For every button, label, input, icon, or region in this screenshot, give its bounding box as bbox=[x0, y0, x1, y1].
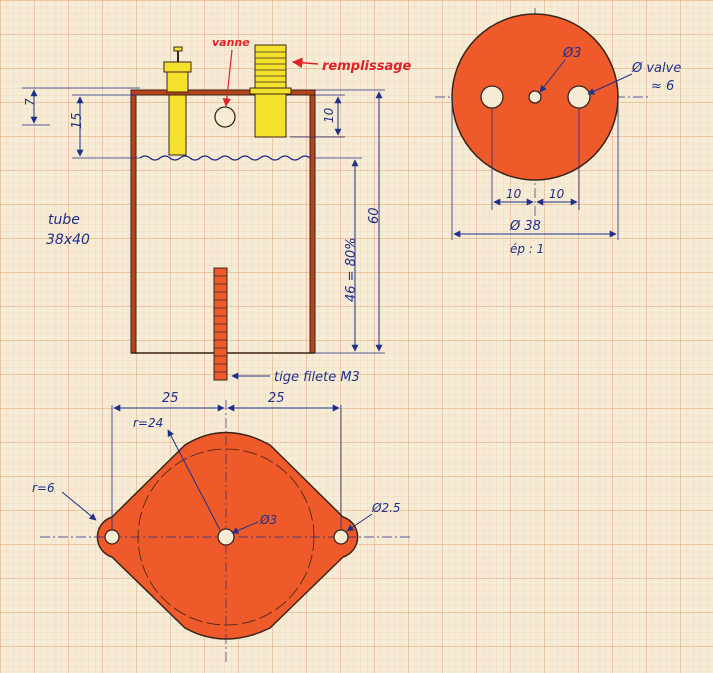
tube-left-wall bbox=[130, 92, 137, 354]
top-disc-hole-left bbox=[480, 85, 504, 109]
tube-right-wall bbox=[309, 92, 316, 354]
liquid-level bbox=[139, 155, 311, 161]
dim-25-right: 25 bbox=[268, 391, 285, 406]
dim-10-right: 10 bbox=[549, 187, 565, 201]
dim-10-side: 10 bbox=[322, 107, 336, 123]
top-disc-view: Ø3 Ø valve ≈ 6 10 10 Ø 38 ép : 1 bbox=[435, 8, 681, 256]
label-radius-large: r=24 bbox=[133, 416, 163, 430]
top-disc-hole-center bbox=[528, 90, 542, 104]
dim-46: 46 = 80% bbox=[344, 237, 359, 302]
label-top-hole-center: Ø3 bbox=[562, 46, 582, 61]
dim-15: 15 bbox=[70, 112, 85, 129]
dim-25-left: 25 bbox=[162, 391, 179, 406]
rod-label: tige filete M3 bbox=[274, 370, 360, 385]
tube-label-line2: 38x40 bbox=[46, 232, 90, 248]
thickness-label: ép : 1 bbox=[510, 242, 544, 256]
label-base-hole-center: Ø3 bbox=[259, 513, 277, 527]
valve-icon bbox=[163, 46, 192, 156]
label-radius-small: r=6 bbox=[32, 481, 55, 495]
label-vanne: vanne bbox=[212, 36, 250, 49]
dim-diameter-38: Ø 38 bbox=[509, 219, 541, 234]
vanne-port bbox=[214, 106, 236, 128]
base-hole-left bbox=[104, 529, 120, 545]
filler-icon bbox=[249, 44, 292, 138]
base-hole-right bbox=[333, 529, 349, 545]
label-remplissage: remplissage bbox=[322, 59, 412, 74]
tube-top-cap bbox=[130, 89, 316, 96]
base-plate-view: 25 25 r=24 r=6 Ø3 Ø2.5 bbox=[32, 391, 412, 665]
base-hole-center bbox=[217, 528, 235, 546]
dim-top-small: 7 bbox=[23, 98, 37, 106]
dim-10-left: 10 bbox=[506, 187, 522, 201]
label-valve-line2: ≈ 6 bbox=[651, 79, 674, 94]
label-base-hole-side: Ø2.5 bbox=[371, 501, 401, 515]
side-view: vanne remplissage 7 15 10 46 = 80% 60 tu… bbox=[22, 36, 412, 385]
tube-label-line1: tube bbox=[48, 212, 80, 228]
label-valve-line1: Ø valve bbox=[631, 61, 681, 76]
dim-60: 60 bbox=[367, 207, 382, 224]
top-disc-hole-right bbox=[567, 85, 591, 109]
